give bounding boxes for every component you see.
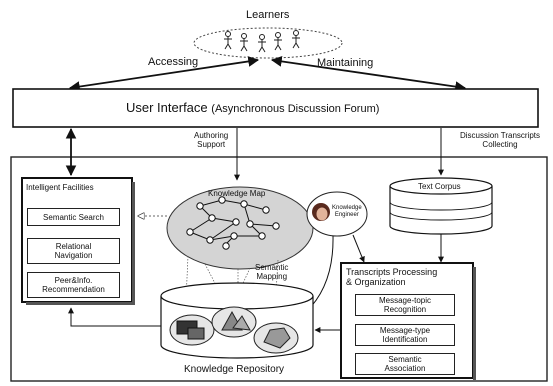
knowledge-map-ellipse bbox=[166, 186, 314, 270]
authoring-label: Authoring Support bbox=[194, 131, 229, 149]
facility-relational-navigation: Relational Navigation bbox=[27, 238, 120, 264]
text-corpus-label: Text Corpus bbox=[418, 182, 461, 191]
user-interface-title: User Interface (Asynchronous Discussion … bbox=[126, 100, 379, 115]
repository-items bbox=[169, 306, 299, 354]
intelligent-facilities-shadow bbox=[132, 182, 135, 305]
facility-peer-recommendation: Peer&Info. Recommendation bbox=[27, 272, 120, 298]
learner-icon bbox=[224, 31, 232, 50]
maintaining-arrow bbox=[270, 56, 467, 92]
knowledge-engineer-label: Knowledge Engineer bbox=[332, 205, 362, 218]
knowledge-engineer-bubble bbox=[306, 191, 368, 237]
processing-panel-shadow bbox=[473, 267, 476, 380]
text-corpus-cylinder bbox=[389, 177, 493, 235]
user-interface-bar bbox=[12, 88, 539, 128]
system-boundary bbox=[10, 156, 548, 382]
processing-semantic-association: Semantic Association bbox=[355, 353, 455, 375]
knowledge-map-graph bbox=[186, 196, 280, 250]
intelligent-facilities-title: Intelligent Facilities bbox=[26, 183, 94, 192]
maintaining-label: Maintaining bbox=[317, 57, 374, 69]
repository-facilities-arrow bbox=[68, 307, 161, 327]
learner-icon bbox=[258, 34, 266, 53]
learner-icon bbox=[292, 30, 300, 49]
accessing-arrow bbox=[68, 56, 260, 92]
semantic-mapping-label: Semantic Mapping bbox=[255, 263, 289, 281]
processing-title: Transcripts Processing & Organization bbox=[346, 267, 438, 287]
transcripts-label: Discussion Transcripts Collecting bbox=[459, 131, 541, 149]
intelligent-facilities-shadow-bottom bbox=[26, 302, 135, 305]
learners-label: Learners bbox=[246, 9, 290, 21]
learner-icon bbox=[274, 32, 282, 51]
knowledge-engineer-icon bbox=[312, 203, 330, 221]
knowledge-map-label: Knowledge Map bbox=[208, 189, 266, 198]
processing-type-identification: Message-type Identification bbox=[355, 324, 455, 346]
engineer-processing-arrow bbox=[352, 234, 365, 263]
learner-icon bbox=[240, 33, 248, 52]
learners-ellipse bbox=[193, 27, 343, 59]
facility-semantic-search: Semantic Search bbox=[27, 208, 120, 226]
learners-figures bbox=[224, 30, 300, 53]
processing-topic-recognition: Message-topic Recognition bbox=[355, 294, 455, 316]
user-interface-subtitle: (Asynchronous Discussion Forum) bbox=[211, 103, 380, 115]
accessing-label: Accessing bbox=[148, 56, 199, 68]
user-interface-name: User Interface bbox=[126, 100, 208, 115]
knowledge-repository-label: Knowledge Repository bbox=[184, 364, 285, 375]
